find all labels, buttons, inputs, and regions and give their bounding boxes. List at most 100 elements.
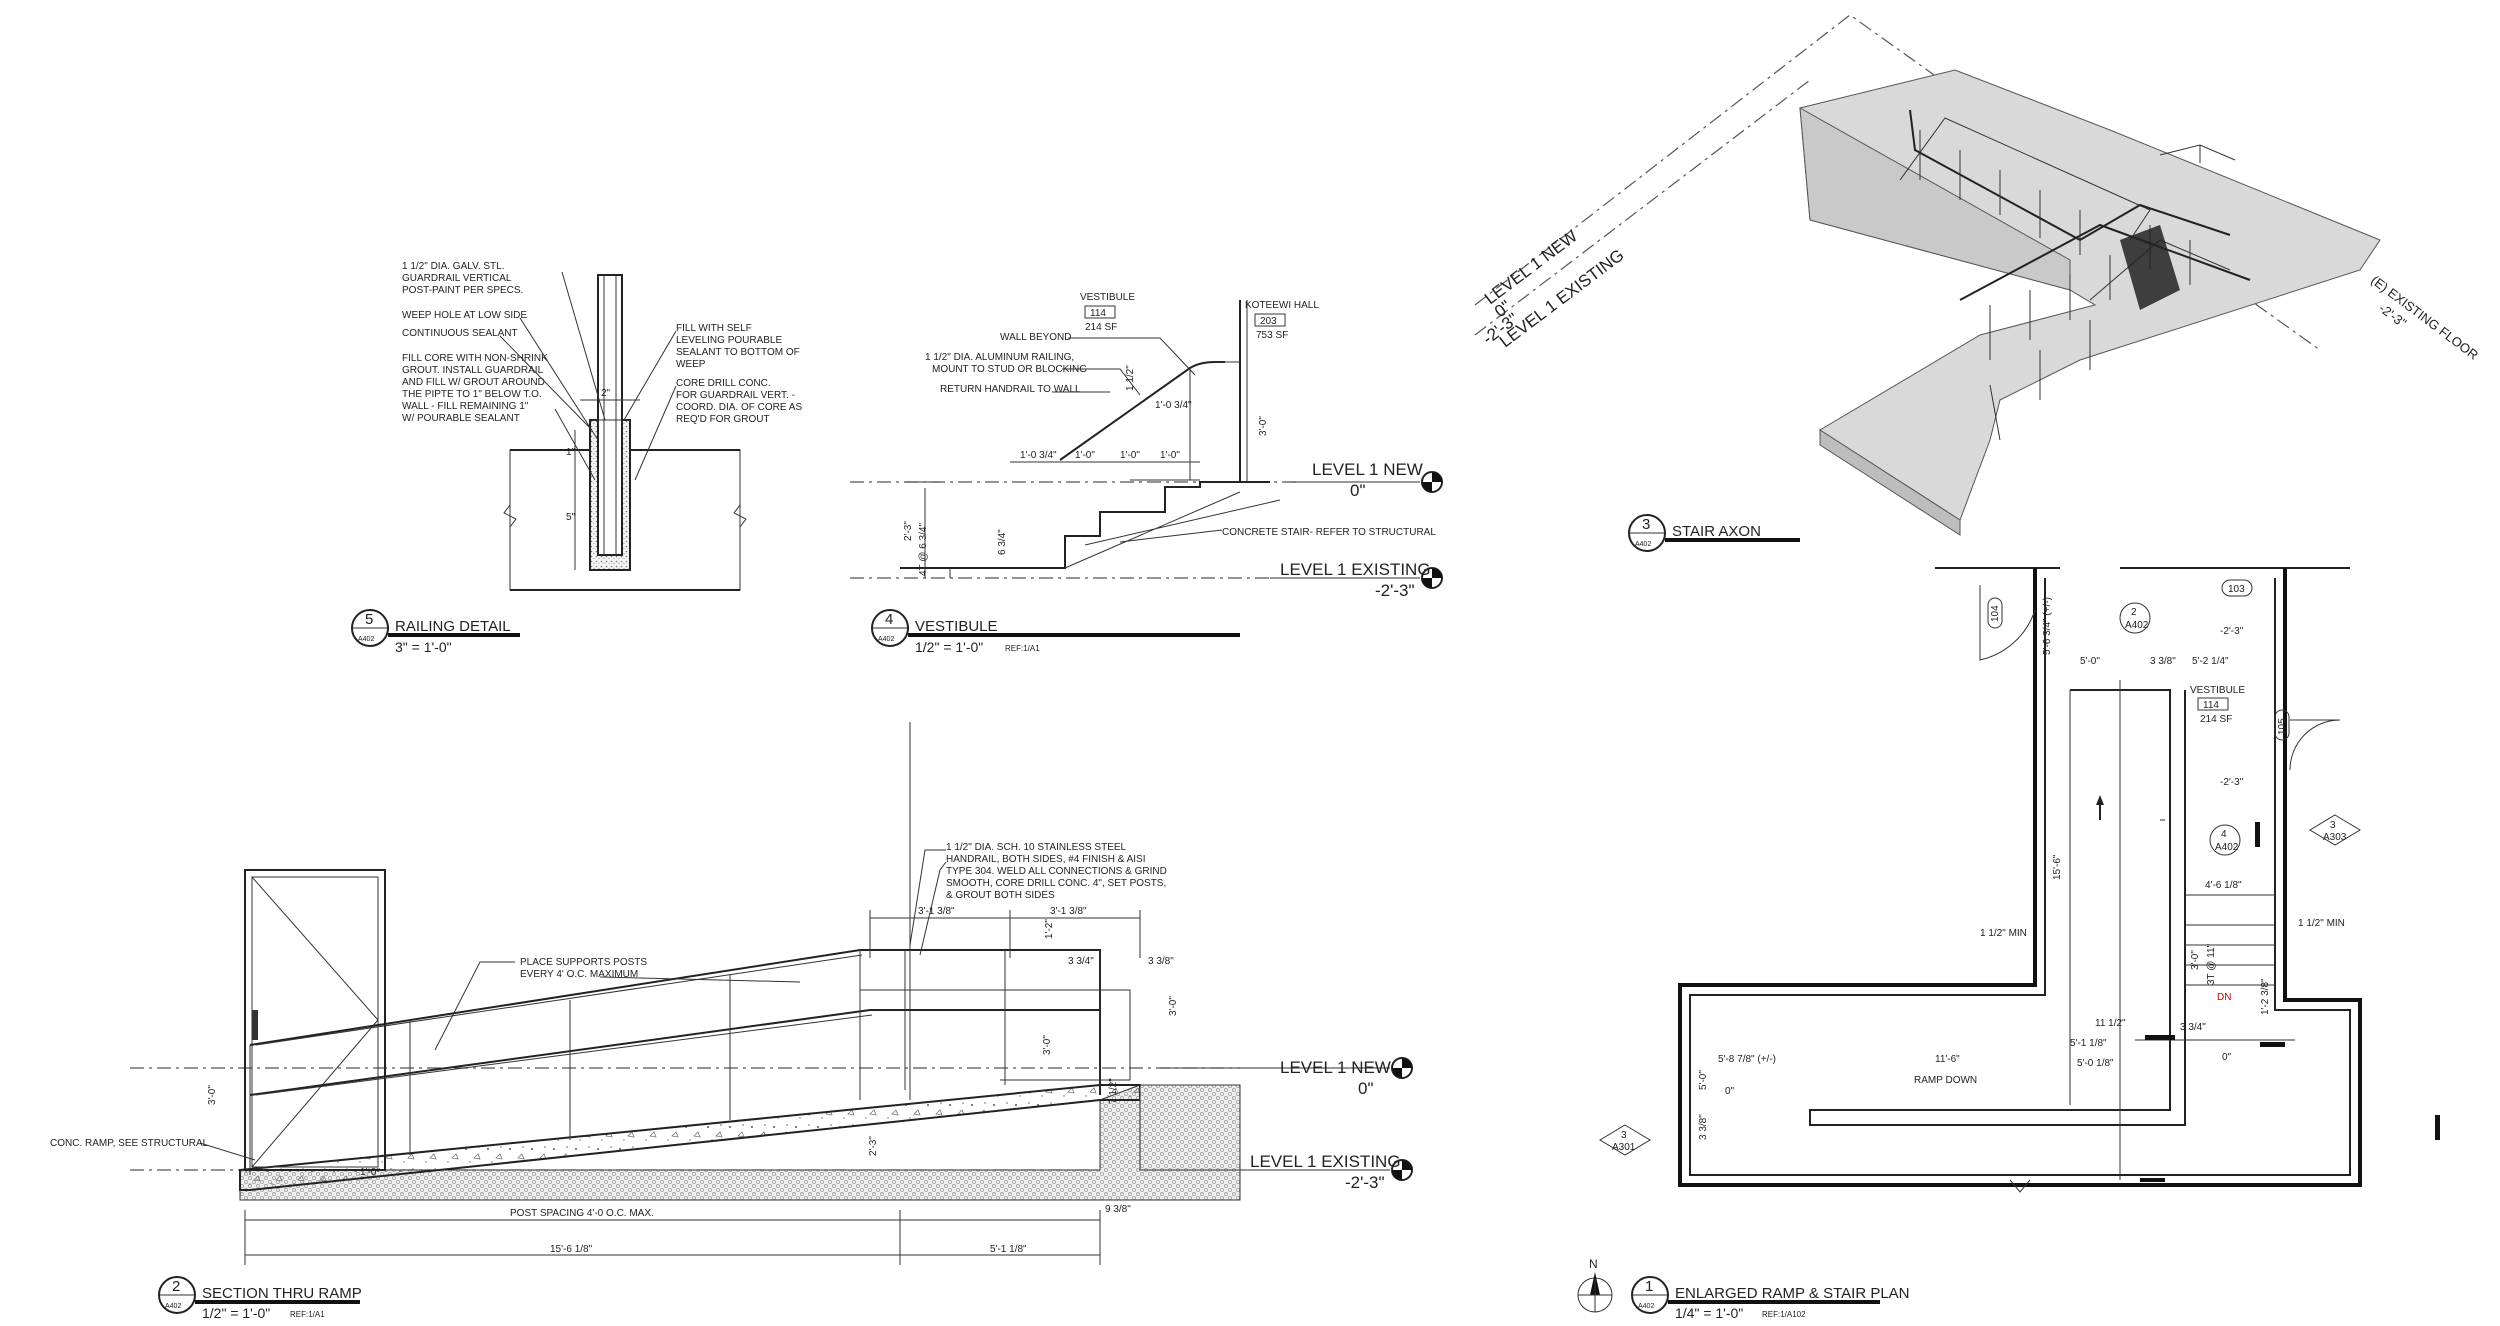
note-line: EVERY 4' O.C. MAXIMUM (520, 969, 638, 980)
dim-label: 11'-6" (1935, 1054, 1960, 1065)
note-line: MOUNT TO STUD OR BLOCKING (932, 364, 1087, 375)
dim-label: 3 3/8" (1698, 1114, 1709, 1140)
vestibule-section: VESTIBULE 114 214 SF KOTEEWI HALL 203 75… (850, 292, 1443, 600)
note-line: TYPE 304. WELD ALL CONNECTIONS & GRIND (946, 866, 1167, 877)
dim-label: 3'-0" (2190, 950, 2201, 970)
dim-label: 15'-6" (2052, 854, 2063, 880)
note-line: FILL CORE WITH NON-SHRINK (402, 353, 548, 364)
note-line: CONCRETE STAIR- REFER TO STRUCTURAL (1222, 527, 1436, 538)
note-line: WALL BEYOND (1000, 332, 1072, 343)
dim-label: 6 3/4" (997, 529, 1008, 555)
dim-label: 3'-1 3/8" (918, 906, 955, 917)
tag-sheet: A402 (2215, 842, 2239, 853)
detail-scale: 3" = 1'-0" (395, 639, 452, 655)
tag-number: 4 (2221, 829, 2227, 840)
dim-label: 1'-0" (1120, 450, 1140, 461)
tag-number: 3 (1621, 1130, 1627, 1141)
dim-label: 3 3/4" (2180, 1022, 2206, 1033)
level-label: LEVEL 1 NEW (1312, 460, 1423, 479)
dim-label: 3'-0" (207, 1085, 218, 1105)
dim-label: 2" (601, 388, 611, 399)
note-line: SEALANT TO BOTTOM OF (676, 347, 800, 358)
title-block-5: 5 A402 RAILING DETAIL 3" = 1'-0" (351, 609, 520, 655)
spot-elev: 0" (2222, 1052, 2232, 1063)
note-line: GUARDRAIL VERTICAL (402, 273, 512, 284)
level-existing-marker: LEVEL 1 EXISTING -2'-3" (1160, 1152, 1413, 1192)
detail-number: 1 (1645, 1278, 1653, 1295)
level-value: 0" (1350, 481, 1366, 500)
dim-label: 1'-2" (1044, 919, 1055, 939)
note-line: 1 1/2" DIA. GALV. STL. (402, 261, 505, 272)
dim-label: 5'-1 1/8" (990, 1244, 1027, 1255)
dim-label: 1 1/2" (1125, 365, 1136, 391)
dim-label: 15'-6 1/8" (550, 1244, 593, 1255)
note-line: RETURN HANDRAIL TO WALL (940, 384, 1081, 395)
dim-label: 3T @ 11" (2206, 943, 2217, 985)
note-line: WALL - FILL REMAINING 1" (402, 401, 529, 412)
dim-label: 5'-1 1/8" (2070, 1038, 2107, 1049)
level-new-marker: LEVEL 1 NEW 0" (1290, 460, 1443, 500)
room-name: VESTIBULE (1080, 292, 1135, 303)
north-arrow-icon: N (1577, 1257, 1613, 1313)
level-value: -2'-3" (1345, 1173, 1385, 1192)
note-line: WEEP (676, 359, 706, 370)
note-line: GROUT. INSTALL GUARDRAIL (402, 365, 544, 376)
dim-label: 1'-0 3/4" (1155, 400, 1192, 411)
dim-label: 3'-0" (1258, 416, 1269, 436)
dim-label: 2'-3" (868, 1136, 879, 1156)
ramp-section: 1 1/2" DIA. SCH. 10 STAINLESS STEEL HAND… (50, 722, 1413, 1265)
ramp-stair-plan: VESTIBULE 114 214 SF 104 103 105 2 A402 … (1599, 567, 2440, 1193)
north-label: N (1589, 1257, 1598, 1271)
level-label: LEVEL 1 EXISTING (1280, 560, 1431, 579)
stair-axon: LEVEL 1 NEW 0" LEVEL 1 EXISTING -2'-3" (… (1474, 14, 2481, 536)
room-name: KOTEEWI HALL (1245, 300, 1319, 311)
dim-label: 1'-0 3/4" (1020, 450, 1057, 461)
level-existing-marker: LEVEL 1 EXISTING -2'-3" (1270, 560, 1443, 600)
level-value: -2'-3" (1375, 581, 1415, 600)
dim-label: 3'-0" (1168, 996, 1179, 1016)
dim-label: 5'-8 7/8" (+/-) (1718, 1054, 1776, 1065)
note-line: W/ POURABLE SEALANT (402, 413, 520, 424)
room-number: 114 (1090, 308, 1106, 319)
axon-level-label: LEVEL 1 EXISTING (1496, 245, 1628, 351)
dim-label: 2'-3" (903, 521, 914, 541)
tag-sheet: A402 (2125, 620, 2149, 631)
railing-detail: 1 1/2" DIA. GALV. STL. GUARDRAIL VERTICA… (402, 261, 802, 591)
sheet-ref: A402 (358, 636, 374, 643)
room-area: 753 SF (1256, 330, 1288, 341)
note-line: POST-PAINT PER SPECS. (402, 285, 523, 296)
detail-ref: REF:1/A102 (1762, 1310, 1806, 1319)
note-line: REQ'D FOR GROUT (676, 414, 770, 425)
dim-label: 3 3/4" (1068, 956, 1094, 967)
detail-ref: REF:1/A1 (290, 1310, 325, 1319)
detail-scale: 1/2" = 1'-0" (915, 639, 983, 655)
note-line: AND FILL W/ GROUT AROUND (402, 377, 545, 388)
dim-label: 1 1/2" MIN (1980, 928, 2027, 939)
door-tags: 104 103 105 (1987, 579, 2290, 741)
spot-elev: -2'-3" (2220, 626, 2244, 637)
level-value: 0" (1358, 1079, 1374, 1098)
dim-label: 1 1/2" MIN (2298, 918, 2345, 929)
dim-label: 1" (566, 447, 576, 458)
dim-label: 5" (566, 512, 576, 523)
note-line: FOR GUARDRAIL VERT. - (676, 390, 795, 401)
door-tag: 105 (2277, 718, 2288, 735)
dim-label: 9 3/8" (1105, 1204, 1131, 1215)
detail-title: ENLARGED RAMP & STAIR PLAN (1675, 1285, 1910, 1302)
note-line: WEEP HOLE AT LOW SIDE (402, 310, 527, 321)
tag-number: 2 (2131, 607, 2137, 618)
sheet-ref: A402 (1635, 541, 1651, 548)
room-area: 214 SF (1085, 322, 1117, 333)
ramp-direction: RAMP DOWN (1914, 1075, 1977, 1086)
door-tag: 103 (2228, 584, 2245, 595)
detail-number: 5 (365, 611, 373, 628)
dim-label: 5'-0" (2080, 656, 2100, 667)
dim-label: 5'-0" (1698, 1070, 1709, 1090)
note-line: LEVELING POURABLE (676, 335, 782, 346)
dim-label: 5'-2 1/4" (2192, 656, 2229, 667)
sheet-ref: A402 (1638, 1303, 1654, 1310)
note-line: & GROUT BOTH SIDES (946, 890, 1055, 901)
room-name: VESTIBULE (2190, 685, 2245, 696)
note-line: THE PIPTE TO 1" BELOW T.O. (402, 389, 542, 400)
